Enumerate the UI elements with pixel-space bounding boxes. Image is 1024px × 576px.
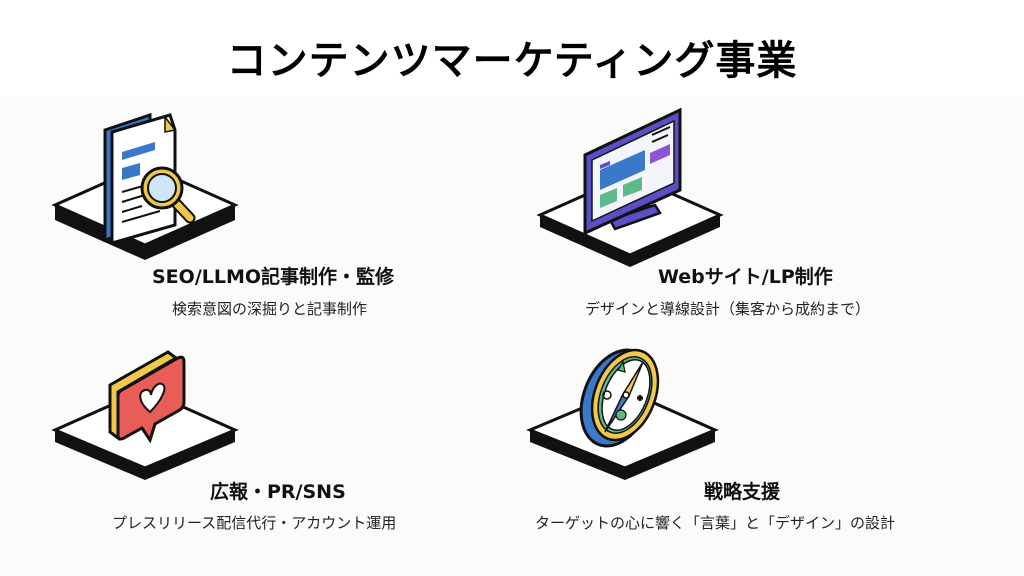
document-magnifier-icon [51, 112, 239, 260]
service-title: Webサイト/LP制作 [658, 266, 833, 288]
service-title: 広報・PR/SNS [210, 481, 346, 503]
service-title: 戦略支援 [704, 481, 781, 503]
monitor-website-icon [536, 107, 724, 267]
service-title: SEO/LLMO記事制作・監修 [152, 266, 395, 288]
service-description: 検索意図の深掘りと記事制作 [172, 300, 368, 318]
service-description: ターゲットの心に響く「言葉」と「デザイン」の設計 [535, 514, 896, 532]
page-title: コンテンツマーケティング事業 [226, 38, 798, 84]
service-description: プレスリリース配信代行・アカウント運用 [112, 514, 397, 532]
heart-speech-bubble-icon [51, 350, 239, 480]
service-description: デザインと導線設計（集客から成約まで） [585, 300, 871, 318]
compass-icon [526, 348, 719, 480]
